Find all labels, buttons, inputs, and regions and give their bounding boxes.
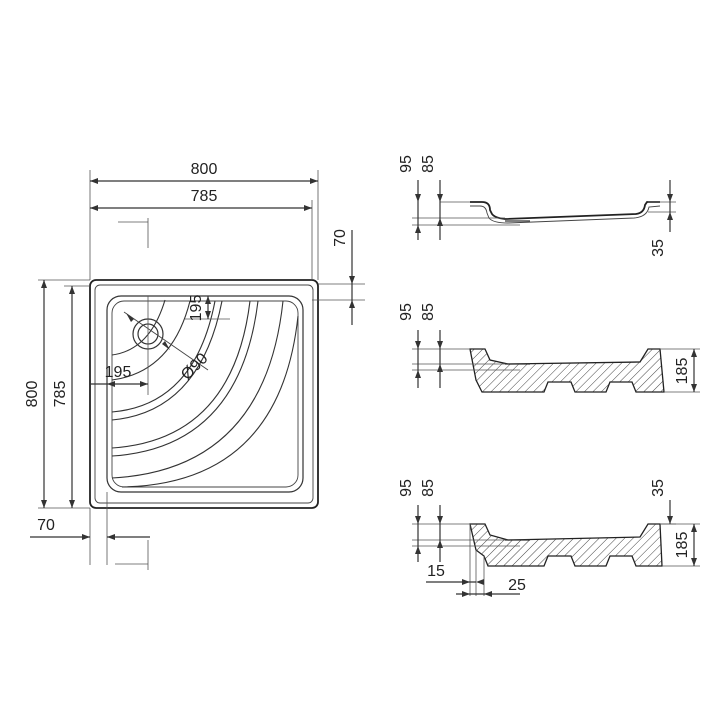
section-3-dim-15: 15 <box>427 563 445 580</box>
section-1-dim-85: 85 <box>420 155 437 173</box>
dim-height-inner: 785 <box>52 381 69 408</box>
section-1-dim-95: 95 <box>398 155 415 173</box>
dim-width-outer: 800 <box>191 161 218 178</box>
section-2-dim-185: 185 <box>674 358 691 385</box>
section-3-dim-35: 35 <box>650 479 667 497</box>
dim-bottom-offset: 70 <box>37 517 55 534</box>
dim-right-offset: 70 <box>332 229 349 247</box>
top-view: 800 785 70 195 195 Ø90 800 <box>24 161 365 570</box>
tray-basin-outline <box>106 295 304 493</box>
dim-drain-diameter: Ø90 <box>178 350 211 383</box>
basin-ridges <box>111 299 299 488</box>
section-2-profile: 95 85 185 <box>398 303 700 393</box>
section-3-dim-185: 185 <box>674 532 691 559</box>
section-3-dim-25: 25 <box>508 577 526 594</box>
section-3-profile: 95 85 35 185 15 25 <box>398 479 700 597</box>
section-3-dim-85: 85 <box>420 479 437 497</box>
dim-width-inner: 785 <box>191 188 218 205</box>
tray-rim-line <box>94 284 314 504</box>
section-3-dim-95: 95 <box>398 479 415 497</box>
section-1-profile: 95 85 35 <box>398 155 676 257</box>
dim-drain-x: 195 <box>105 364 132 381</box>
tray-basin-inner-line <box>111 300 299 488</box>
section-2-dim-95: 95 <box>398 303 415 321</box>
section-2-dim-85: 85 <box>420 303 437 321</box>
section-1-dim-35: 35 <box>650 239 667 257</box>
tray-outer-outline <box>89 279 319 509</box>
dim-height-outer: 800 <box>24 381 41 408</box>
dim-drain-y: 195 <box>188 295 205 322</box>
